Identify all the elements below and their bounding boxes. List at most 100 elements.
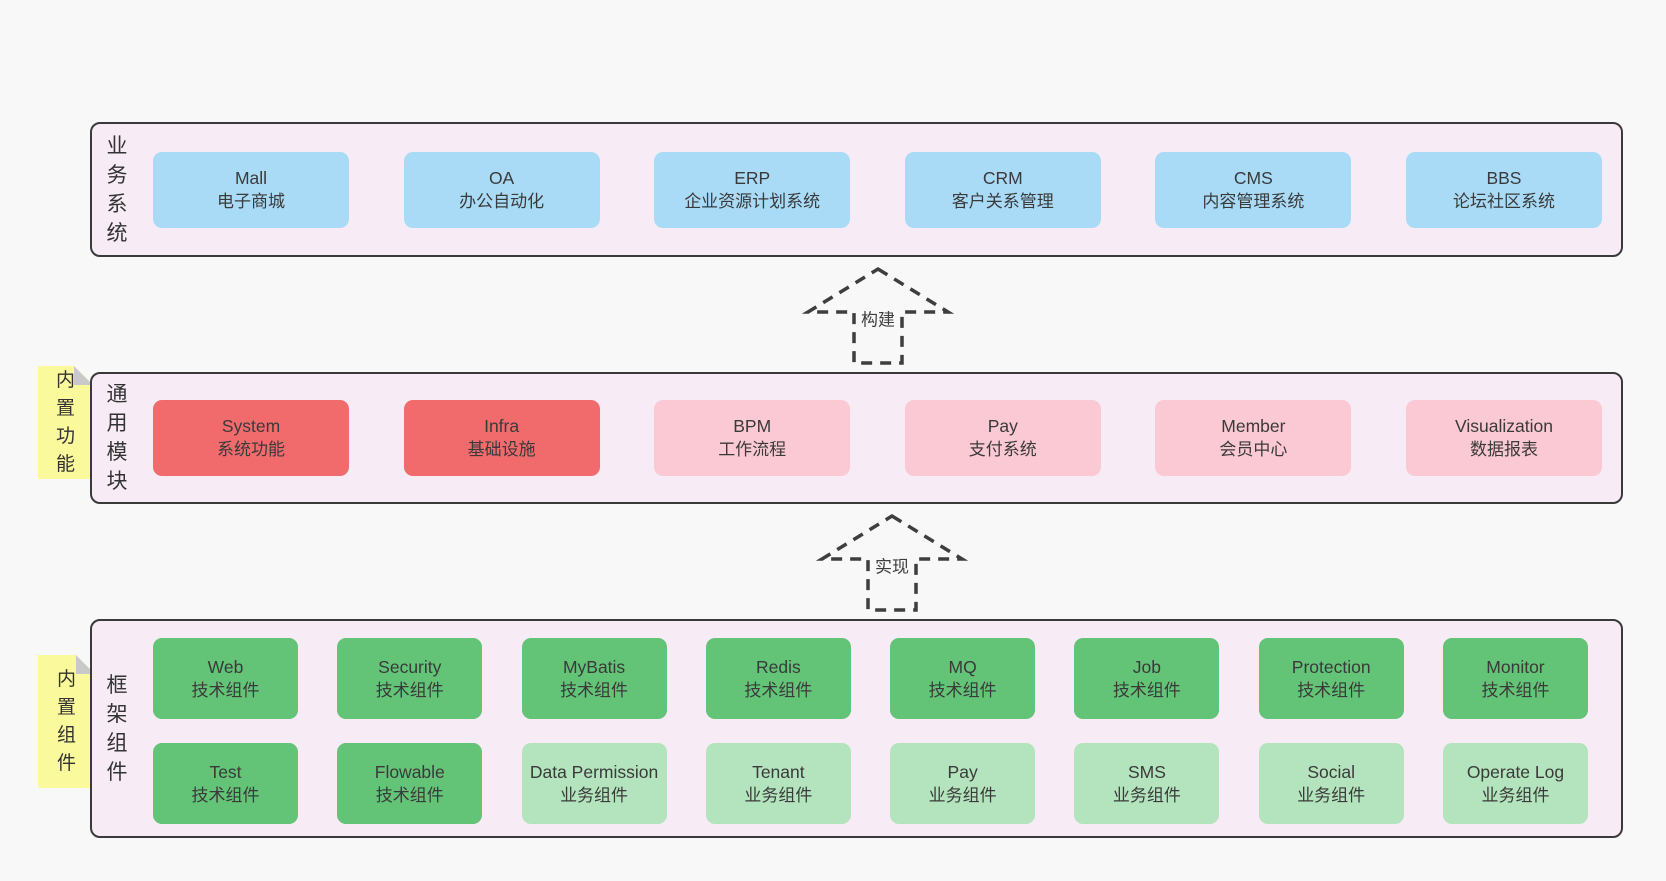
module-box-web: Web 技术组件	[153, 638, 298, 719]
module-box-pay-component: Pay 业务组件	[890, 743, 1036, 824]
module-name: Job	[1132, 656, 1162, 677]
module-box-security: Security 技术组件	[337, 638, 483, 719]
module-box-job: Job 技术组件	[1074, 638, 1220, 719]
module-desc: 技术组件	[1297, 680, 1366, 700]
module-desc: 技术组件	[1481, 680, 1550, 700]
sticky-note-builtin-components: 内置组件	[38, 655, 95, 788]
module-box-infra: Infra 基础设施	[403, 400, 600, 476]
sticky-note-text: 内置功能	[55, 369, 75, 475]
module-name: Operate Log	[1466, 761, 1565, 782]
module-box-redis: Redis 技术组件	[705, 638, 851, 719]
module-name: Monitor	[1486, 656, 1545, 677]
module-desc: 技术组件	[928, 680, 997, 700]
module-name: MyBatis	[562, 656, 626, 677]
module-desc: 业务组件	[744, 785, 813, 805]
module-desc: 业务组件	[1481, 785, 1550, 805]
module-name: Data Permission	[529, 761, 659, 782]
sticky-note-text: 内置组件	[56, 668, 76, 774]
module-box-mybatis: MyBatis 技术组件	[521, 638, 667, 719]
module-name: Web	[207, 656, 244, 677]
module-box-operate-log: Operate Log 业务组件	[1442, 743, 1588, 824]
module-box-mq: MQ 技术组件	[890, 638, 1036, 719]
module-name: Pay	[987, 416, 1018, 436]
module-box-pay: Pay 支付系统	[904, 400, 1101, 476]
module-desc: 业务组件	[1297, 785, 1366, 805]
module-desc: 技术组件	[191, 680, 260, 700]
module-box-oa: OA 办公自动化	[403, 151, 600, 228]
module-box-visualization: Visualization 数据报表	[1405, 400, 1602, 476]
module-desc: 技术组件	[375, 680, 444, 700]
module-box-sms: SMS 业务组件	[1074, 743, 1220, 824]
module-desc: 数据报表	[1469, 440, 1538, 459]
module-desc: 技术组件	[375, 785, 444, 805]
module-box-crm: CRM 客户关系管理	[904, 151, 1101, 228]
module-desc: 技术组件	[744, 680, 813, 700]
module-desc: 技术组件	[191, 785, 260, 805]
layer-label-framework-components: 框架组件	[105, 621, 129, 836]
module-name: BPM	[733, 416, 772, 436]
framework-components-rows: Web 技术组件 Security 技术组件 MyBatis 技术组件 Redi…	[92, 621, 1621, 836]
arrow-implement: 实现	[812, 513, 972, 613]
module-desc: 业务组件	[1112, 785, 1181, 805]
module-name: OA	[488, 167, 515, 188]
module-box-monitor: Monitor 技术组件	[1442, 638, 1588, 719]
module-desc: 技术组件	[1112, 680, 1181, 700]
module-name: Test	[209, 761, 242, 782]
module-box-data-permission: Data Permission 业务组件	[521, 743, 667, 824]
module-name: SMS	[1127, 761, 1166, 782]
module-desc: 办公自动化	[459, 191, 545, 211]
layer-business-systems: 业务系统 Mall 电子商城 OA 办公自动化 ERP 企业资源计划系统 CRM…	[90, 122, 1623, 257]
module-box-test: Test 技术组件	[153, 743, 298, 824]
module-box-protection: Protection 技术组件	[1258, 638, 1404, 719]
module-name: Pay	[947, 761, 978, 782]
module-desc: 技术组件	[560, 680, 629, 700]
module-box-member: Member 会员中心	[1155, 400, 1352, 476]
module-name: Infra	[484, 416, 520, 436]
module-name: Security	[378, 656, 442, 677]
layer-framework-components: 框架组件 Web 技术组件 Security 技术组件 MyBatis 技术组件…	[90, 619, 1623, 838]
common-modules-row: System 系统功能 Infra 基础设施 BPM 工作流程 Pay 支付系统…	[92, 374, 1621, 502]
module-box-bpm: BPM 工作流程	[654, 400, 851, 476]
module-desc: 电子商城	[217, 191, 285, 211]
layer-label-common-modules: 通用模块	[105, 374, 129, 502]
module-name: BBS	[1486, 167, 1522, 188]
module-box-bbs: BBS 论坛社区系统	[1405, 151, 1602, 228]
layer-label-text: 通用模块	[106, 383, 128, 493]
module-box-system: System 系统功能	[153, 400, 349, 476]
module-desc: 支付系统	[968, 440, 1037, 459]
module-box-mall: Mall 电子商城	[153, 151, 349, 228]
layer-common-modules: 通用模块 System 系统功能 Infra 基础设施 BPM 工作流程 Pay…	[90, 372, 1623, 504]
module-box-erp: ERP 企业资源计划系统	[654, 151, 851, 228]
module-name: CMS	[1233, 167, 1273, 188]
module-name: Redis	[755, 656, 801, 677]
module-name: ERP	[734, 167, 771, 188]
module-desc: 工作流程	[718, 440, 787, 459]
module-desc: 论坛社区系统	[1452, 191, 1555, 211]
layer-label-text: 框架组件	[106, 673, 128, 784]
module-desc: 基础设施	[467, 440, 536, 459]
module-name: System	[221, 416, 281, 436]
module-box-cms: CMS 内容管理系统	[1155, 151, 1352, 228]
arrow-implement-label: 实现	[871, 551, 913, 579]
layer-label-business-systems: 业务系统	[105, 124, 129, 255]
module-name: Flowable	[374, 761, 445, 782]
framework-components-row-1: Web 技术组件 Security 技术组件 MyBatis 技术组件 Redi…	[153, 638, 1588, 719]
framework-components-row-2: Test 技术组件 Flowable 技术组件 Data Permission …	[153, 743, 1588, 824]
module-desc: 企业资源计划系统	[684, 191, 821, 211]
module-desc: 会员中心	[1219, 440, 1288, 459]
module-desc: 业务组件	[928, 785, 997, 805]
arrow-build: 构建	[798, 266, 958, 366]
module-name: Protection	[1291, 656, 1371, 677]
business-systems-row: Mall 电子商城 OA 办公自动化 ERP 企业资源计划系统 CRM 客户关系…	[92, 124, 1621, 255]
module-box-tenant: Tenant 业务组件	[705, 743, 851, 824]
module-name: Tenant	[752, 761, 805, 782]
module-desc: 业务组件	[560, 785, 629, 805]
module-name: CRM	[982, 167, 1023, 188]
module-box-social: Social 业务组件	[1258, 743, 1404, 824]
module-name: Member	[1221, 416, 1286, 436]
module-desc: 系统功能	[217, 440, 285, 459]
arrow-build-label: 构建	[857, 304, 899, 332]
layer-label-text: 业务系统	[106, 134, 128, 245]
module-name: Social	[1307, 761, 1356, 782]
